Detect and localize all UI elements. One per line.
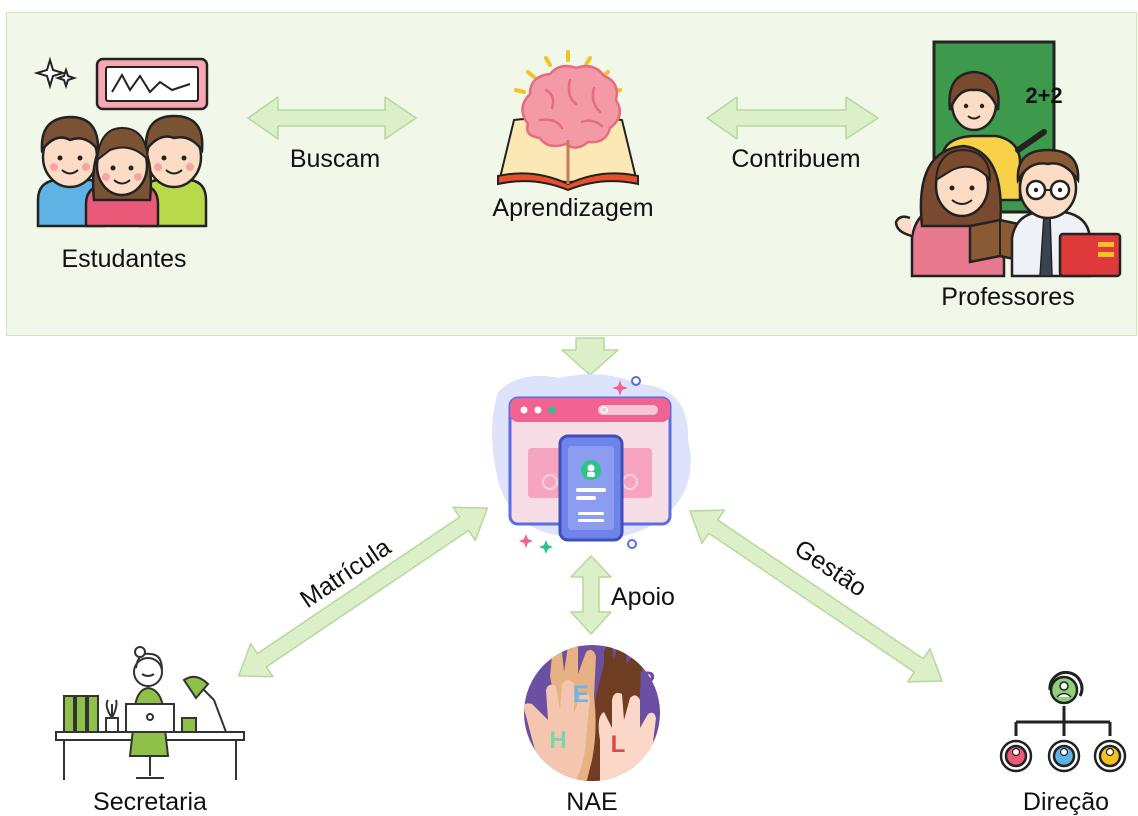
node-label-estudantes: Estudantes [61,245,187,273]
education-platform-icon [492,374,691,554]
node-label-secretaria: Secretaria [93,788,207,816]
apoio-arrow [570,555,612,635]
board-text: 2+2 [1025,83,1062,108]
nae-letter-l: L [611,731,626,758]
nae-letter-h: H [549,727,566,754]
edge-label-buscam: Buscam [289,145,381,173]
edge-label-apoio: Apoio [611,583,675,611]
panel-to-platform-arrow [561,337,619,376]
node-label-professores: Professores [941,283,1075,311]
nae-letter-p: P [639,667,655,694]
edge-label-contribuem: Contribuem [731,145,861,173]
management-hierarchy-icon [999,670,1127,773]
nae-letter-e: E [573,681,589,708]
students-icon [33,56,209,228]
node-label-nae: NAE [566,788,618,816]
nae-help-hands-icon: E P H L [524,645,660,781]
contribuem-arrow [706,96,879,140]
teachers-icon: 2+2 [894,40,1122,278]
buscam-arrow [247,96,417,140]
node-label-direcao: Direção [1022,788,1110,816]
secretary-desk-icon [55,646,245,780]
node-label-aprendizagem: Aprendizagem [492,194,654,222]
brain-book-icon [497,50,639,192]
matricula-arrow [237,506,489,678]
gestao-arrow [689,509,943,683]
